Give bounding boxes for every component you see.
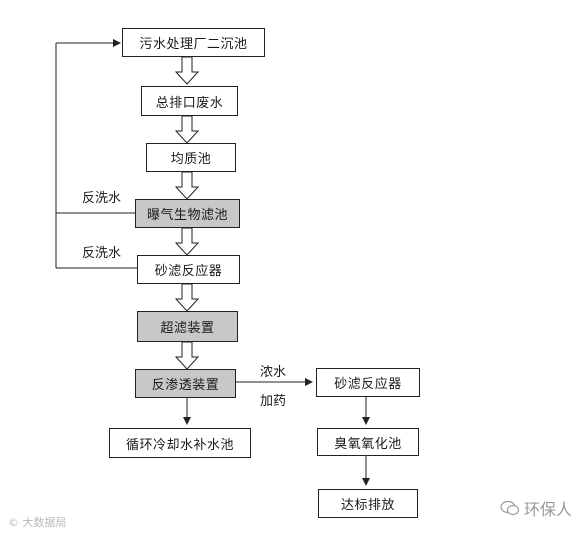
node-cooling-water-makeup-tank: 循环冷却水补水池: [109, 428, 251, 458]
node-sand-filter-reactor-2: 砂滤反应器: [316, 368, 420, 397]
node-total-outlet-wastewater: 总排口废水: [141, 86, 238, 116]
watermark-right: 环保人: [500, 496, 572, 520]
node-reverse-osmosis-unit: 反渗透装置: [135, 369, 236, 398]
hollow-arrow-6-7: [174, 341, 200, 370]
label-dosing: 加药: [260, 394, 287, 409]
hollow-arrow-4-5: [174, 227, 200, 256]
node-equalization-tank: 均质池: [146, 143, 236, 172]
node-biological-aerated-filter: 曝气生物滤池: [135, 199, 240, 228]
hollow-arrow-5-6: [174, 283, 200, 312]
watermark-left: © 大数据局: [8, 516, 67, 529]
hollow-arrow-2-3: [174, 115, 200, 144]
node-ultrafiltration-unit: 超滤装置: [137, 311, 238, 342]
node-sand-filter-reactor: 砂滤反应器: [137, 255, 240, 284]
wechat-icon: [500, 500, 520, 516]
node-ozone-oxidation-tank: 臭氧氧化池: [317, 428, 419, 456]
watermark-right-text: 环保人: [524, 500, 573, 519]
node-secondary-clarifier: 污水处理厂二沉池: [122, 28, 265, 57]
backwash-loop: [55, 39, 137, 269]
label-backwash-2: 反洗水: [82, 246, 122, 261]
node-compliant-discharge: 达标排放: [318, 489, 418, 518]
label-backwash-1: 反洗水: [82, 191, 122, 206]
hollow-arrow-1-2: [174, 56, 200, 85]
label-concentrate: 浓水: [260, 365, 287, 380]
hollow-arrow-3-4: [174, 171, 200, 200]
